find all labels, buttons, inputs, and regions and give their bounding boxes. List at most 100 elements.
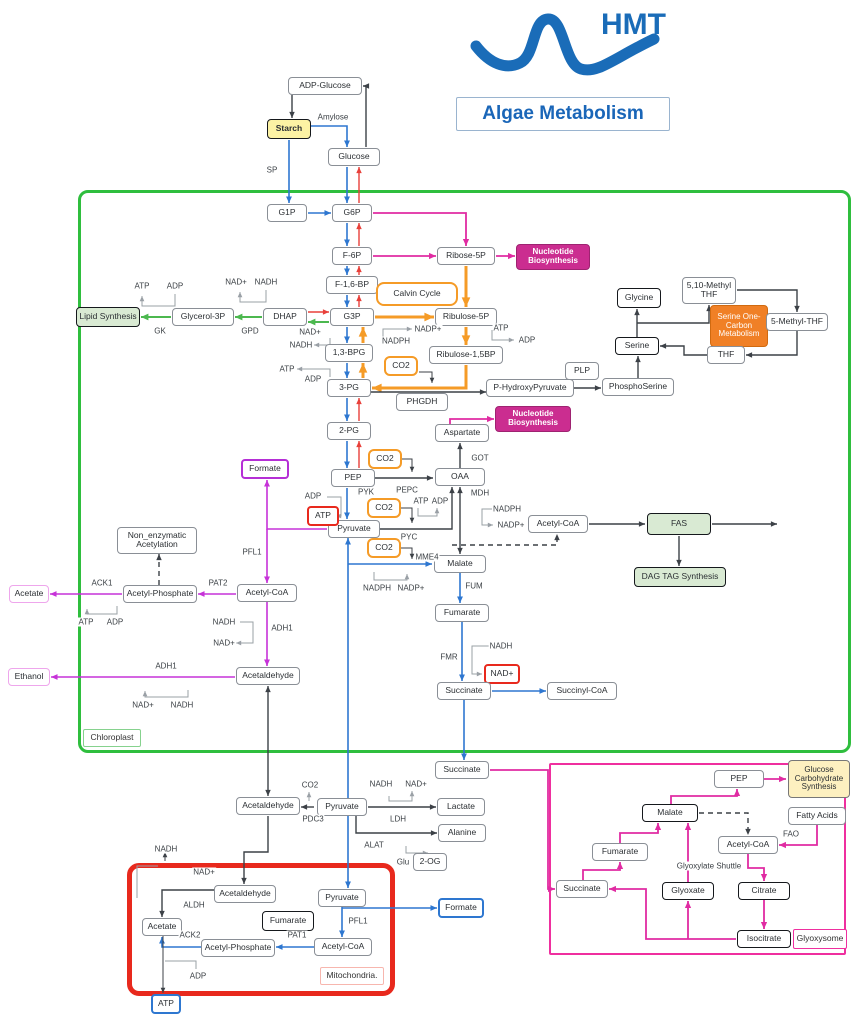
label-adp-56: ADP: [188, 971, 208, 981]
edge-75: [265, 686, 271, 796]
node-fatty-acids: Fatty Acids: [788, 807, 846, 825]
edge-1: [363, 83, 370, 147]
edge-62: [492, 688, 546, 694]
label-nadp--13: NADP+: [413, 324, 443, 334]
node-pg3: 3-PG: [327, 379, 371, 397]
edge-5: [344, 167, 350, 203]
edge-94: [619, 823, 662, 843]
edge-8: [356, 223, 362, 246]
edge-101: [609, 885, 736, 940]
node-glucose-carbohydrate-synthesis: Glucose Carbohydrate Synthesis: [788, 760, 850, 798]
label-sp-1: SP: [265, 165, 279, 175]
edge-43: [457, 443, 463, 468]
edge-79: [368, 804, 436, 810]
edge-27: [461, 327, 471, 345]
edge-19: [344, 441, 350, 468]
label-aldh-52: ALDH: [182, 900, 206, 910]
edge-54: [676, 536, 682, 566]
label-adp-15: ADP: [517, 335, 537, 345]
label-glyoxylate-shuttle-58: Glyoxylate Shuttle: [675, 861, 743, 871]
hmt-logo-wave: [470, 13, 660, 76]
node-fumarate-chl: Fumarate: [435, 604, 489, 622]
edge-41: [660, 343, 707, 356]
node-pep-glyox: PEP: [714, 770, 764, 788]
node-acetyl-phosphate-chl: Acetyl-Phosphate: [123, 585, 197, 603]
node-ribulose-5p: Ribulose-5P: [435, 308, 497, 326]
node-g6p: G6P: [332, 204, 372, 222]
edge-95: [582, 862, 624, 880]
edge-0: [289, 95, 295, 118]
edge-60: [459, 622, 465, 681]
edge-45: [402, 458, 415, 472]
node-glucose: Glucose: [328, 148, 380, 166]
edge-99: [747, 854, 768, 881]
node-acetyl-coa-mito: Acetyl-CoA: [314, 938, 372, 956]
node-malate-chl: Malate: [434, 555, 486, 573]
label-nadph-12: NADPH: [380, 336, 412, 346]
node-alanine: Alanine: [438, 824, 486, 842]
edge-47: [380, 487, 455, 530]
node-formate-chl: Formate: [241, 459, 289, 479]
node-acetyl-coa-fas: Acetyl-CoA: [528, 515, 588, 533]
edge-77: [301, 804, 314, 810]
node-fumarate-glyox: Fumarate: [592, 843, 648, 861]
label-amylose-0: Amylose: [316, 112, 350, 122]
label-pfl1-53: PFL1: [347, 916, 369, 926]
edge-29: [419, 371, 435, 383]
label-nad--38: NAD+: [212, 638, 236, 648]
node-pep: PEP: [331, 469, 375, 487]
node-acetaldehyde-mito: Acetaldehyde: [214, 885, 276, 903]
node-formate-mito: Formate: [438, 898, 484, 918]
node-succinate-cyt: Succinate: [435, 761, 489, 779]
edge-109: [491, 330, 514, 343]
node-g3p: G3P: [330, 308, 374, 326]
edge-64: [490, 769, 555, 893]
label-glu-49: Glu: [395, 857, 411, 867]
label-nadh-37: NADH: [211, 617, 237, 627]
label-gk-2: GK: [153, 326, 167, 336]
node-co2-3: CO2: [367, 498, 401, 518]
node-bpg13: 1,3-BPG: [325, 344, 373, 362]
node-2-og: 2-OG: [413, 853, 447, 871]
edge-81: [355, 816, 437, 836]
node-pg2: 2-PG: [327, 422, 371, 440]
node-acetaldehyde-chl: Acetaldehyde: [236, 667, 300, 685]
edge-78: [306, 792, 312, 801]
edge-85: [162, 852, 168, 861]
edge-68: [50, 591, 122, 597]
edge-15: [344, 363, 350, 378]
edge-17: [344, 398, 350, 421]
node-plp: PLP: [565, 362, 599, 380]
label-adp-17: ADP: [303, 491, 323, 501]
node-ethanol: Ethanol: [8, 668, 50, 686]
edge-80: [388, 791, 415, 802]
label-pyk-16: PYK: [356, 487, 376, 497]
edge-71: [51, 674, 235, 680]
node-g1p: G1P: [267, 204, 307, 222]
edge-48: [401, 507, 415, 523]
edge-6: [356, 167, 362, 203]
edge-61: [471, 645, 497, 677]
node-pyruvate-cyt: Pyruvate: [317, 798, 367, 816]
node-mitochondria-label: Mitochondria.: [320, 967, 384, 985]
edge-74: [84, 606, 118, 615]
label-pfl1-32: PFL1: [241, 547, 263, 557]
node-pyruvate-mito: Pyruvate: [318, 889, 366, 907]
label-mdh-20: MDH: [469, 488, 491, 498]
node-p-hydroxypyruvate: P-HydroxyPyruvate: [486, 379, 574, 397]
edge-84: [136, 865, 158, 898]
label-ldh-47: LDH: [388, 814, 408, 824]
edge-93: [764, 775, 786, 783]
edge-57: [401, 547, 415, 559]
edge-39: [737, 289, 800, 312]
edge-104: [139, 294, 176, 307]
label-nadh-9: NADH: [288, 340, 314, 350]
label-nadh-50: NADH: [153, 844, 179, 854]
hmt-logo: HMT: [468, 6, 668, 94]
label-pat1-55: PAT1: [286, 930, 308, 940]
edge-28: [372, 365, 468, 393]
label-atp-4: ATP: [133, 281, 151, 291]
node-phosphoserine: PhosphoSerine: [602, 378, 674, 396]
node-malate-glyox: Malate: [642, 804, 698, 822]
node-adp-glucose: ADP-Glucose: [288, 77, 362, 95]
